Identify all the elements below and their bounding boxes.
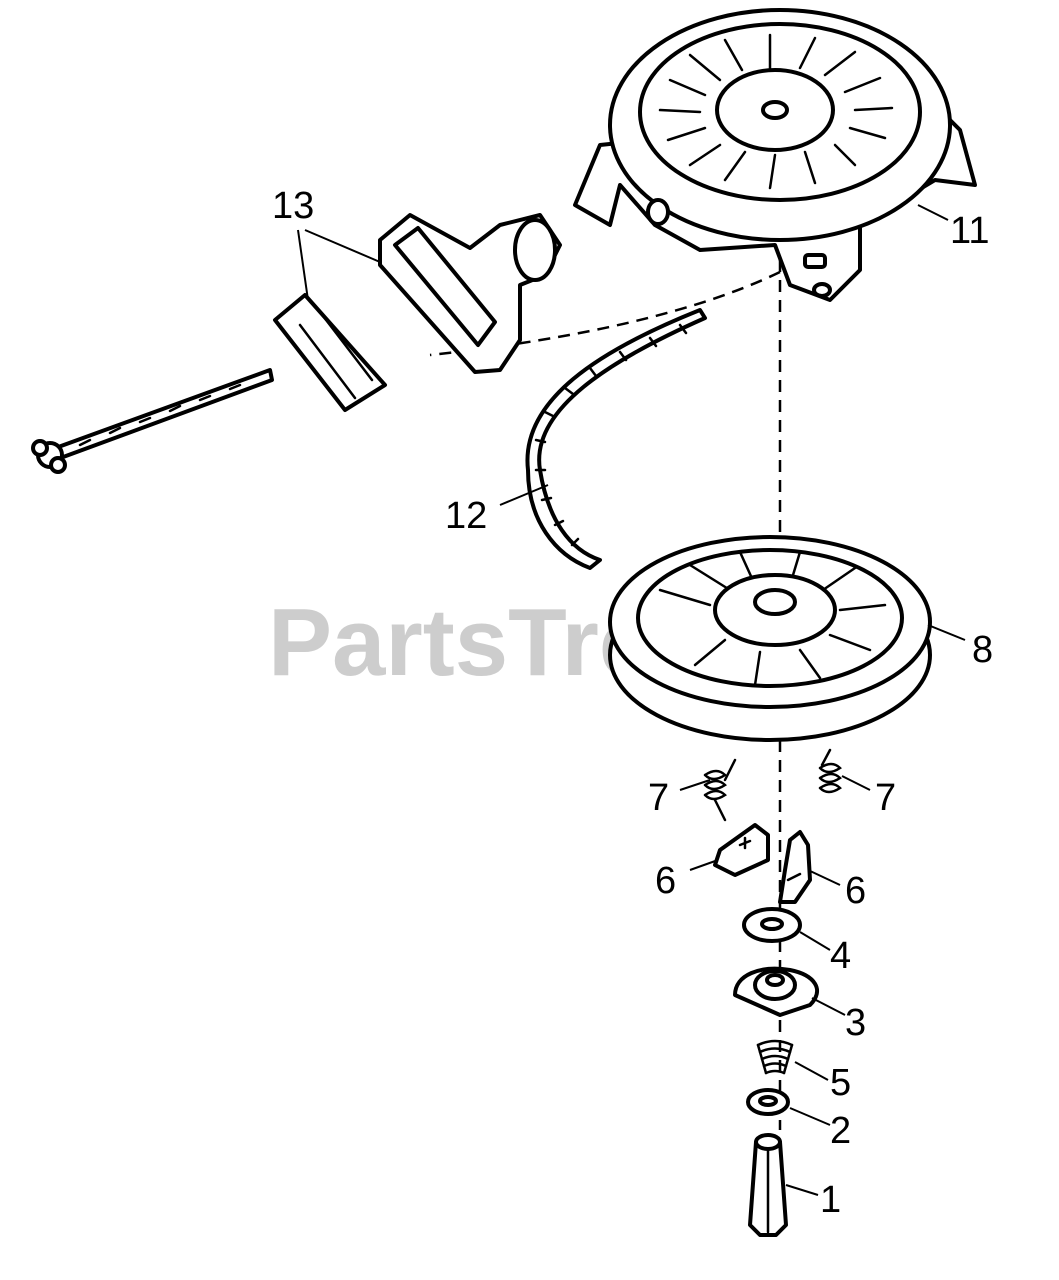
callout-8: 8 — [972, 629, 993, 671]
callout-11: 11 — [950, 210, 989, 252]
callout-6-left: 6 — [655, 860, 676, 902]
callout-12: 12 — [445, 495, 487, 537]
callout-7-right: 7 — [875, 777, 896, 819]
callout-2: 2 — [830, 1110, 851, 1152]
part-7-spring-right[interactable] — [818, 748, 842, 794]
part-11-starter-housing[interactable] — [573, 8, 977, 302]
callout-6-right: 6 — [845, 870, 866, 912]
callout-1: 1 — [820, 1179, 841, 1221]
part-8-rewind-pulley[interactable] — [608, 535, 932, 742]
part-5-brake-spring[interactable] — [756, 1039, 794, 1075]
part-6-pawl-left[interactable] — [713, 823, 770, 877]
part-12-starter-rope[interactable] — [525, 308, 707, 570]
part-13-handle-insert[interactable] — [273, 293, 387, 412]
leader-lines — [297, 204, 966, 1196]
part-6-pawl-right[interactable] — [778, 830, 812, 904]
callout-3: 3 — [845, 1002, 866, 1044]
part-1-pin[interactable] — [748, 1133, 788, 1237]
part-4-washer[interactable] — [742, 907, 802, 943]
callout-5: 5 — [830, 1062, 851, 1104]
starter-rope-end — [31, 368, 274, 474]
part-2-washer[interactable] — [746, 1088, 790, 1116]
housing-vents — [658, 33, 894, 190]
part-7-spring-left[interactable] — [703, 758, 737, 822]
callout-4: 4 — [830, 935, 851, 977]
callout-13: 13 — [272, 185, 314, 227]
part-13-starter-handle[interactable] — [378, 213, 562, 374]
part-3-retainer[interactable] — [733, 966, 820, 1017]
callout-7-left: 7 — [648, 777, 669, 819]
